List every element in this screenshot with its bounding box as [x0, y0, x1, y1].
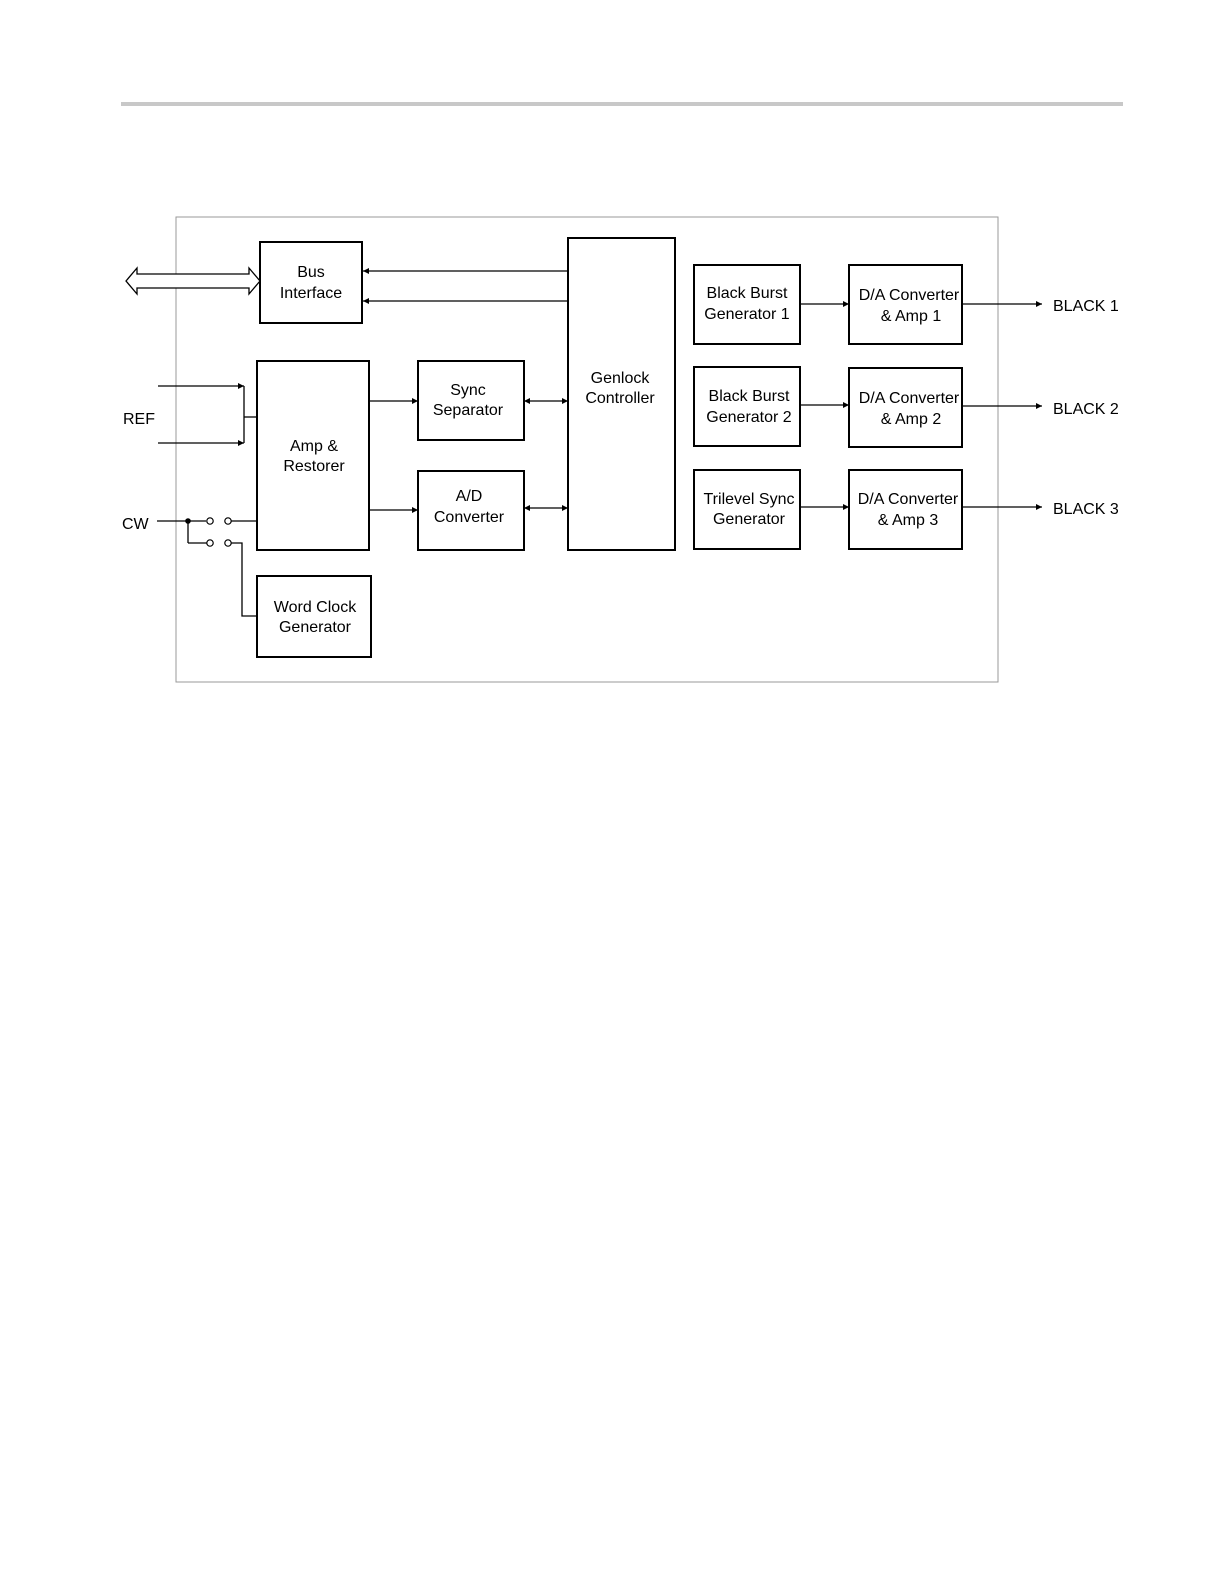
- da1-label-2: & Amp 1: [881, 308, 942, 325]
- switch-to-word-clock-line: [231, 543, 257, 616]
- black-1-label: BLACK 1: [1053, 298, 1119, 315]
- trilevel-sync-generator-block: Trilevel Sync Generator: [694, 470, 800, 549]
- da3-label-2: & Amp 3: [878, 512, 939, 529]
- amp-restorer-block: Amp & Restorer: [257, 361, 369, 550]
- bus-interface-block: Bus Interface: [260, 242, 362, 323]
- word-clock-label-1: Word Clock: [274, 599, 357, 616]
- black-2-label: BLACK 2: [1053, 401, 1119, 418]
- black-3-label: BLACK 3: [1053, 501, 1119, 518]
- sync-separator-label-2: Separator: [433, 402, 504, 419]
- ad-converter-label-2: Converter: [434, 509, 505, 526]
- switch-contact-2: [225, 518, 231, 524]
- amp-restorer-label-2: Restorer: [283, 458, 345, 475]
- ad-converter-block: A/D Converter: [418, 471, 524, 550]
- switch-contact-4: [225, 540, 231, 546]
- black-burst-generator-2-block: Black Burst Generator 2: [694, 367, 800, 446]
- da-converter-amp-3-block: D/A Converter & Amp 3: [849, 470, 962, 549]
- genlock-controller-block: Genlock Controller: [568, 238, 675, 550]
- word-clock-label-2: Generator: [279, 619, 352, 636]
- genlock-controller-label-1: Genlock: [591, 370, 651, 387]
- sync-separator-label-1: Sync: [450, 382, 486, 399]
- bus-interface-label-2: Interface: [280, 285, 342, 302]
- switch-contact-1: [207, 518, 213, 524]
- word-clock-generator-block: Word Clock Generator: [257, 576, 371, 657]
- bbg2-label-1: Black Burst: [709, 388, 790, 405]
- header-rule: [121, 102, 1123, 106]
- switch-contact-3: [207, 540, 213, 546]
- ref-label: REF: [123, 411, 155, 428]
- da1-label-1: D/A Converter: [859, 287, 960, 304]
- bbg1-label-1: Black Burst: [707, 285, 788, 302]
- da2-label-2: & Amp 2: [881, 411, 942, 428]
- black-burst-generator-1-block: Black Burst Generator 1: [694, 265, 800, 344]
- amp-restorer-label-1: Amp &: [290, 438, 338, 455]
- da-converter-amp-2-block: D/A Converter & Amp 2: [849, 368, 962, 447]
- bus-interface-label-1: Bus: [297, 264, 325, 281]
- trilevel-label-1: Trilevel Sync: [704, 491, 795, 508]
- ad-converter-label-1: A/D: [456, 488, 483, 505]
- cw-label: CW: [122, 516, 150, 533]
- da3-label-1: D/A Converter: [858, 491, 959, 508]
- bus-double-arrow: [126, 268, 260, 294]
- sync-separator-block: Sync Separator: [418, 361, 524, 440]
- trilevel-label-2: Generator: [713, 511, 786, 528]
- bbg1-label-2: Generator 1: [704, 306, 789, 323]
- genlock-controller-label-2: Controller: [585, 390, 655, 407]
- bbg2-label-2: Generator 2: [706, 409, 791, 426]
- da-converter-amp-1-block: D/A Converter & Amp 1: [849, 265, 962, 344]
- da2-label-1: D/A Converter: [859, 390, 960, 407]
